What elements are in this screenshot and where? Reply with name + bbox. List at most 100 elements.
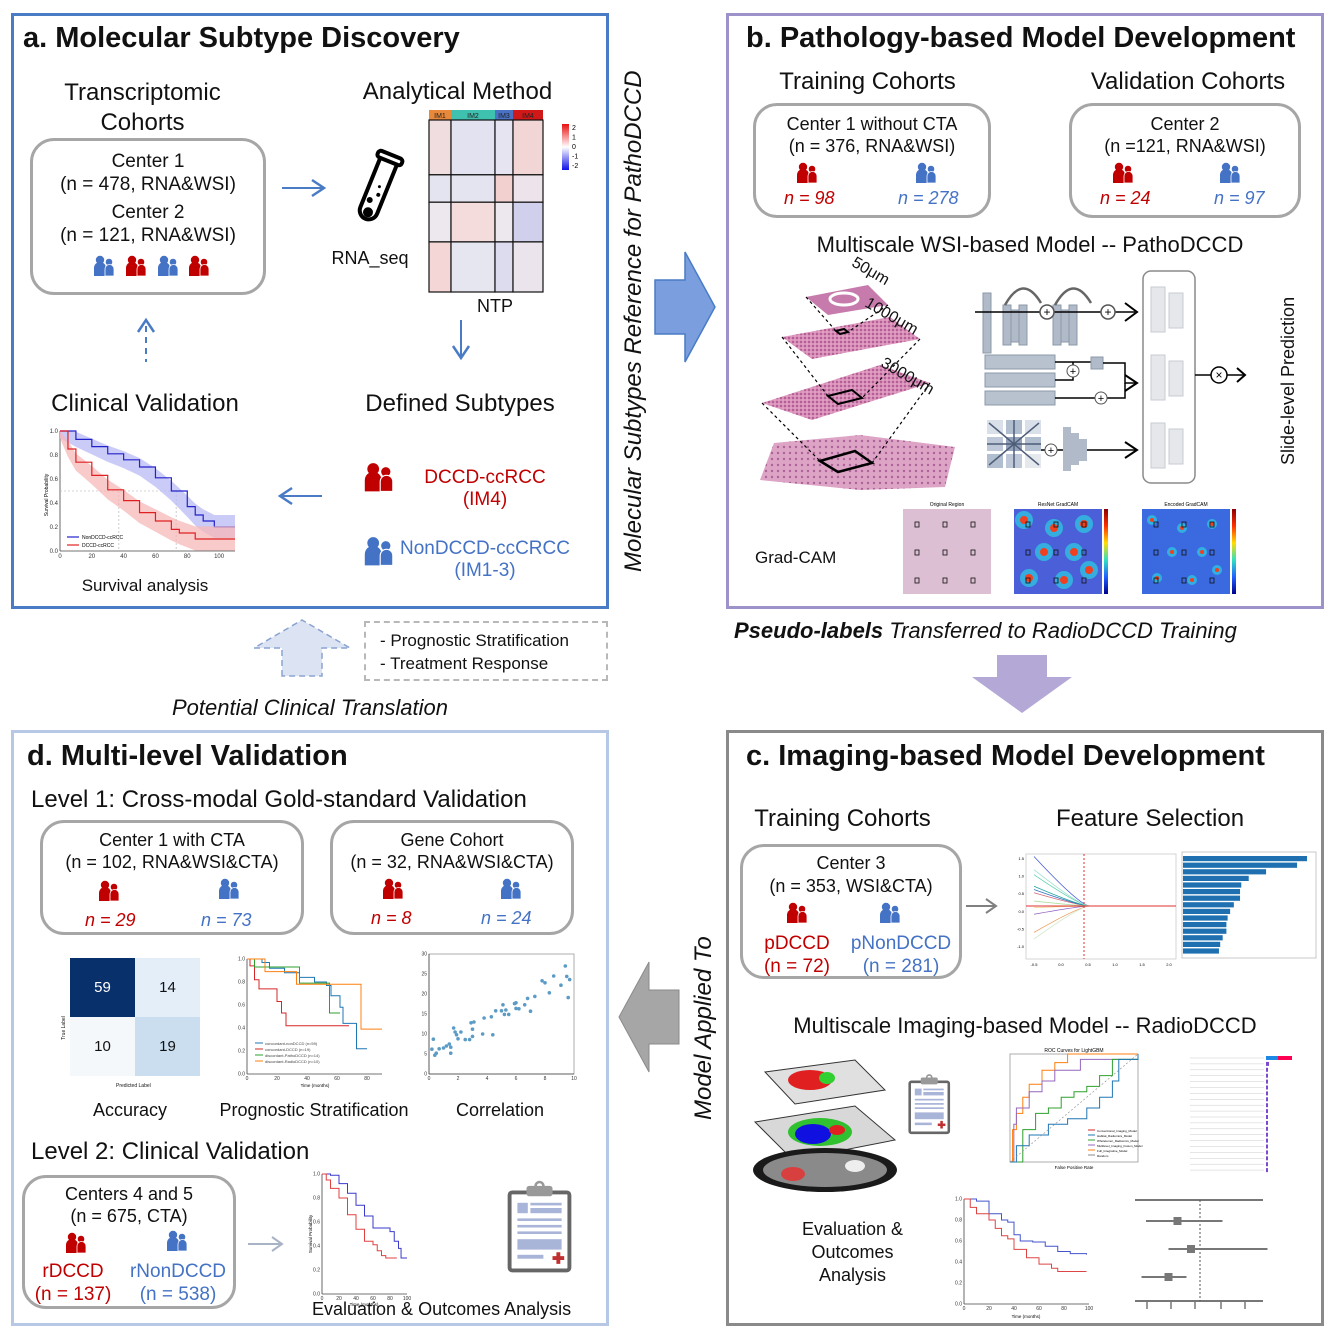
validation-dccd-count: n = 24 [1100, 188, 1151, 208]
validation-detail: (n =121, RNA&WSI) [1104, 136, 1266, 156]
defined-subtypes-heading: Defined Subtypes [365, 390, 555, 417]
km-line-1 [964, 1198, 1087, 1272]
training-cohorts-heading: Training Cohorts [779, 68, 956, 95]
shap-bar [1266, 1138, 1268, 1143]
training-dccd-count: n = 98 [784, 188, 835, 208]
gene-cohort-box: Gene Cohort (n = 32, RNA&WSI&CTA) n = 8 … [330, 820, 574, 935]
accuracy-caption: Accuracy [92, 1100, 168, 1120]
heatmap-group-bar [513, 110, 543, 120]
survival-line-1 [60, 430, 235, 540]
x-tick-label: 2 [457, 1076, 460, 1082]
legend-label: Random [1097, 1154, 1109, 1158]
x-tick-label: 40 [1011, 1306, 1017, 1312]
panel-d-multi-level-validation [11, 730, 609, 1326]
dccd-patient-icon [787, 902, 808, 924]
analytical-method-heading: Analytical Method [362, 78, 553, 105]
x-tick-label: 100 [403, 1296, 412, 1302]
region-marker [914, 577, 920, 584]
shap-bar [1266, 1091, 1268, 1096]
confusion-cell-tn: 59 [70, 958, 135, 1017]
legend-label: discordant-PathoDCCD (n=14) [265, 1053, 320, 1058]
arrow-left-large-icon [618, 961, 680, 1073]
forest-estimate [1164, 1273, 1173, 1281]
y-axis-label: Survival Probability [44, 473, 50, 516]
panel-d-title: d. Multi-level Validation [27, 740, 348, 772]
plot-frame [1009, 1053, 1139, 1163]
x-tick-label: 0 [963, 1306, 966, 1312]
importance-bar [1183, 875, 1249, 881]
heat-core [1040, 548, 1048, 556]
importance-bar [1183, 862, 1298, 868]
gradcam-panel: ResNet GradCAM [1014, 502, 1108, 594]
scatter-point [564, 974, 569, 979]
y-tick-label: 0.6 [50, 477, 59, 483]
gradcam-label: Grad-CAM [755, 548, 837, 567]
y-tick-label: 0.4 [50, 501, 59, 507]
region-marker [1153, 521, 1159, 528]
y-tick-label: 1.0 [313, 1172, 320, 1178]
gradcam-colorbar [1232, 509, 1236, 594]
gradcam-panel-title: Encoded GradCAM [1164, 502, 1207, 508]
nondccd-patient-icon [364, 537, 394, 566]
validation-cohorts-heading: Validation Cohorts [1090, 68, 1286, 95]
heatmap-block [512, 174, 544, 203]
pdccd-label: pDCCD [764, 933, 830, 954]
ntp-label: NTP [477, 296, 513, 316]
heat-core [1050, 524, 1058, 532]
panel-a-molecular-subtype-discovery [11, 13, 609, 609]
nondccd-patient-icon [501, 878, 522, 900]
scatter-point [470, 1027, 475, 1031]
arrow-right-gray-icon [966, 898, 998, 914]
scatter-point [491, 1033, 495, 1037]
region-marker [1053, 577, 1059, 584]
heat-core [1170, 550, 1174, 554]
gradcam-panel: Original Region [903, 502, 991, 594]
heat-core [1190, 578, 1194, 582]
y-tick-label: 0.0 [1018, 909, 1024, 914]
rdccd-count: (n = 137) [34, 1284, 112, 1305]
scatter-point [459, 1030, 463, 1034]
dccd-patient-icon [364, 463, 394, 492]
test-tube-icon [357, 148, 405, 222]
region-marker [942, 521, 948, 528]
scatter-point [501, 1003, 505, 1007]
x-tick-label: 100 [214, 554, 225, 560]
patient-red-icon [189, 255, 210, 277]
heatmap-block [428, 201, 452, 243]
y-tick-label: 0.8 [955, 1218, 962, 1224]
region-marker [1081, 577, 1087, 584]
heat-core [1085, 566, 1093, 574]
scatter-point [447, 1042, 452, 1046]
scatter-point [454, 1033, 459, 1037]
x-axis-label: Time (months) [301, 1083, 330, 1088]
nondccd-code: (IM1-3) [454, 560, 516, 581]
y-tick-label: 5 [424, 1052, 427, 1058]
x-tick-label: 4 [486, 1076, 489, 1082]
legend-label: concordant-nonDCCD (n=59) [265, 1041, 318, 1046]
scatter-point [533, 994, 537, 999]
nondccd-name: NonDCCD-ccCRCC [400, 538, 570, 559]
x-axis-label: False Positive Rate [1055, 1165, 1094, 1170]
patient-blue-icon [94, 255, 115, 277]
radiodccd-model-heading: Multiscale Imaging-based Model -- RadioD… [793, 1013, 1257, 1038]
svg-text:+: + [1098, 393, 1104, 405]
dccd-patient-icon [383, 878, 404, 900]
patient-red-icon [126, 255, 147, 277]
shap-bar [1266, 1132, 1268, 1137]
potential-clinical-translation-label: Potential Clinical Translation [172, 695, 448, 720]
svg-text:×: × [1215, 368, 1222, 382]
scatter-point [551, 974, 556, 978]
arrow-right-gray-icon [248, 1236, 284, 1252]
shap-bar [1266, 1067, 1268, 1072]
y-tick-label: 0.2 [313, 1268, 320, 1274]
confusion-cell-fn: 10 [70, 1017, 135, 1076]
transcriptomic-cohorts-heading: Transcriptomic Cohorts [40, 78, 245, 138]
dashed-arrow-up-large-icon [251, 619, 353, 677]
roc-line-0 [1010, 1053, 1138, 1163]
nondccd-subtype-label: NonDCCD-ccCRCC (IM1-3) [395, 538, 575, 582]
gradcam-colorbar [1104, 509, 1108, 594]
x-tick-label: 10 [571, 1076, 577, 1082]
forest-estimate [1173, 1217, 1182, 1225]
region-marker [1153, 549, 1159, 556]
importance-bar [1183, 882, 1242, 888]
